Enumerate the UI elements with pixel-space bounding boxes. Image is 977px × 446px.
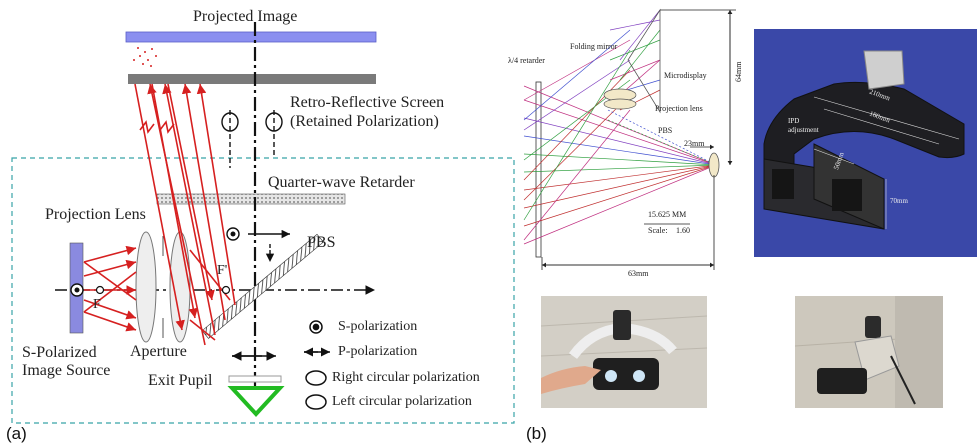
screen-polarization-markers [221, 110, 283, 168]
aperture-label: Aperture [130, 343, 187, 360]
exit-pupil [228, 375, 282, 383]
microdisplay-label: Microdisplay [664, 71, 707, 80]
projected-image-label: Projected Image [193, 8, 298, 25]
exit-pupil-label: Exit Pupil [148, 372, 213, 389]
retro-screen-label-2: (Retained Polarization) [290, 113, 439, 130]
dimension-lines [541, 9, 736, 270]
focal-point-f-prime [221, 285, 231, 295]
panel-a-letter: (a) [6, 424, 27, 443]
scatter-dots [133, 47, 157, 67]
focal-f-label: F [93, 297, 101, 312]
retro-reflective-screen [128, 74, 376, 84]
projected-image-bar [125, 31, 377, 43]
scale-mm-label: 15.625 MM [648, 210, 687, 219]
source-label-1: S-Polarized [22, 344, 97, 361]
prototype-photo-front [541, 296, 707, 408]
dim-63-label: 63mm [628, 269, 649, 278]
cad-ipd-label-2: adjustment [788, 126, 819, 134]
eye-icon [227, 386, 285, 417]
prototype-photo-side [795, 296, 943, 408]
scale-label: Scale: [648, 226, 668, 235]
legend-s-pol: S-polarization [338, 319, 418, 334]
light-rays [83, 83, 236, 346]
scale-value: 1.60 [676, 226, 690, 235]
system-boundary-box [11, 157, 515, 424]
legend-left-circ: Left circular polarization [332, 394, 472, 409]
cad-70-label: 70mm [890, 197, 908, 205]
source-label-2: Image Source [22, 362, 111, 379]
dim-23-label: 23mm [684, 139, 705, 148]
cad-headset-drawing [763, 50, 965, 230]
folding-mirror-label: Folding mirror [570, 42, 618, 51]
panel-b-optics-diagram [523, 8, 736, 270]
pbs-label: PBS [307, 234, 336, 251]
legend-right-circ: Right circular polarization [332, 370, 480, 385]
microdisplay-prism [627, 8, 661, 114]
projection-lens-1 [135, 231, 157, 343]
retro-screen-label-1: Retro-Reflective Screen [290, 94, 445, 111]
retarder-plate [535, 81, 542, 258]
panel-b-letter: (b) [526, 424, 547, 443]
pbs-b-label: PBS [658, 126, 673, 135]
focal-f-prime-label: F' [217, 263, 228, 278]
panel-a-diagram [11, 22, 515, 424]
cad-ipd-label-1: IPD [788, 117, 800, 125]
pbs-splitter [201, 233, 324, 339]
retarder-label: λ/4 retarder [508, 56, 545, 65]
exit-lens [708, 152, 720, 178]
focal-point-f [95, 285, 105, 295]
legend-p-pol: P-polarization [338, 344, 418, 359]
ray-fan [523, 9, 717, 245]
dim-64-label: 64mm [734, 61, 743, 82]
projection-lens-label: Projection Lens [45, 206, 146, 223]
cad-render: 210mm 180mm IPD adjustment 50mm 70mm [754, 29, 977, 257]
projection-lens-b-label: Projection lens [655, 104, 703, 113]
quarter-wave-retarder [156, 193, 346, 205]
quarter-wave-label: Quarter-wave Retarder [268, 174, 415, 191]
legend-symbols [304, 320, 330, 410]
